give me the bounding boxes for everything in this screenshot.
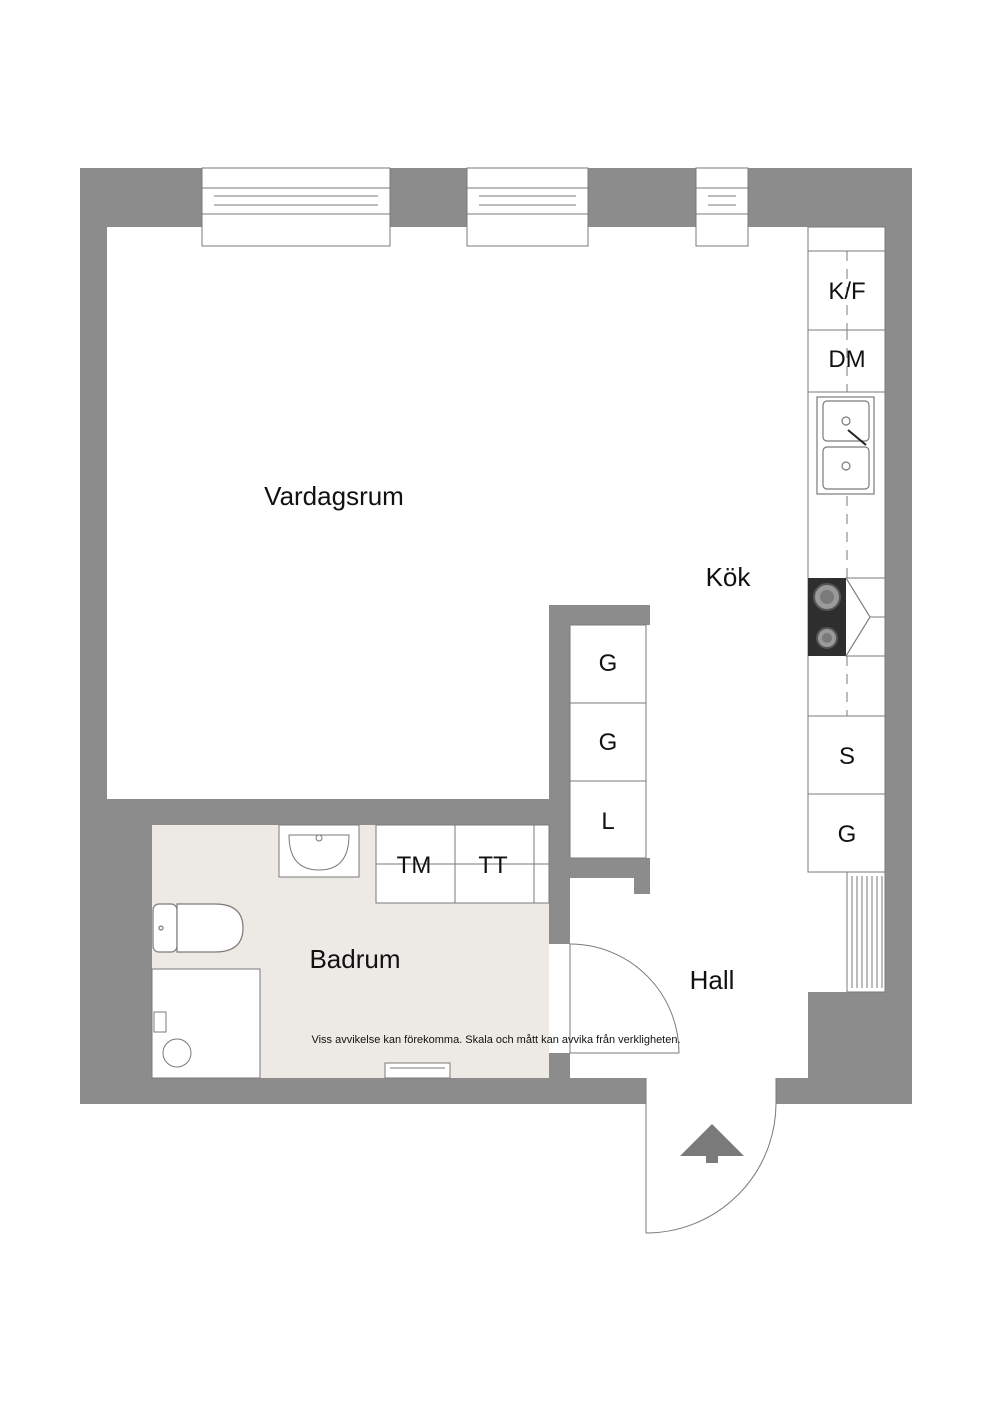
doors bbox=[569, 943, 777, 1234]
room-label-kok: Kök bbox=[706, 562, 752, 592]
wardrobe-label-l: L bbox=[601, 808, 614, 835]
wardrobe-label-g2: G bbox=[599, 729, 618, 756]
kitchen-unit-kf: K/F bbox=[828, 278, 865, 305]
room-label-hall: Hall bbox=[690, 965, 735, 995]
kitchen-unit-s: S bbox=[839, 743, 855, 770]
room-label-badrum: Badrum bbox=[309, 944, 400, 974]
bathroom-fixtures bbox=[151, 824, 550, 1079]
entry-arrow bbox=[680, 1124, 744, 1163]
kitchen-unit-g: G bbox=[838, 821, 857, 848]
wardrobe-label-g1: G bbox=[599, 650, 618, 677]
kitchen-sink bbox=[816, 396, 875, 495]
kitchen-unit-dm: DM bbox=[828, 346, 865, 373]
toilet bbox=[152, 903, 244, 953]
wardrobes bbox=[569, 624, 647, 859]
radiator bbox=[846, 871, 886, 993]
bathroom-unit-tm: TM bbox=[397, 852, 432, 879]
stove bbox=[808, 577, 886, 657]
bathroom-unit-tt: TT bbox=[478, 852, 508, 879]
room-label-vardagsrum: Vardagsrum bbox=[264, 481, 404, 511]
walls bbox=[80, 168, 912, 1104]
kitchen-counter bbox=[807, 226, 886, 873]
windows bbox=[201, 167, 749, 247]
disclaimer-footer: Viss avvikelse kan förekomma. Skala och … bbox=[311, 1034, 681, 1046]
